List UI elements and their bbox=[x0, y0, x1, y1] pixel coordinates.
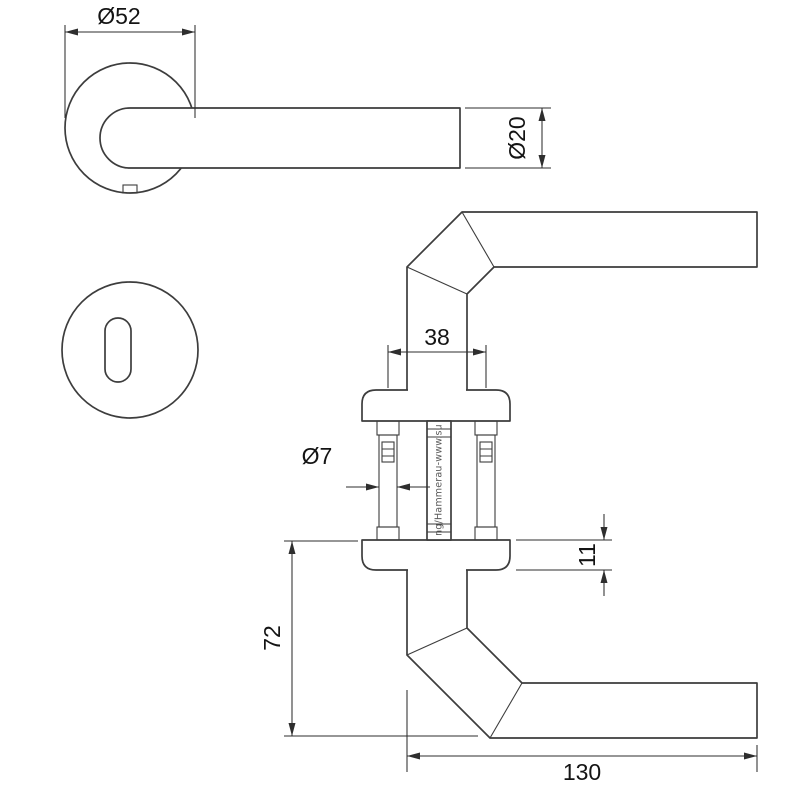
plate-edge-mask-bottom bbox=[408, 567, 466, 574]
dim-projection: 72 bbox=[259, 540, 478, 737]
arrowhead bbox=[538, 155, 546, 168]
rose-clip-notch bbox=[122, 184, 138, 194]
dim-label-lever-length: 130 bbox=[563, 759, 601, 785]
watermark-text: ng/Hammerau-www.su bbox=[434, 424, 445, 536]
left-screw-sleeve-coils bbox=[382, 448, 394, 457]
arrowhead bbox=[182, 28, 195, 36]
arrowhead bbox=[366, 483, 379, 491]
dim-label-rose-diameter: Ø52 bbox=[97, 3, 140, 29]
fixing-hardware: ng/Hammerau-www.su bbox=[376, 420, 498, 541]
dim-label-rose-height: 11 bbox=[574, 543, 600, 567]
side-view-upper-lever bbox=[406, 211, 758, 390]
arrowhead bbox=[397, 483, 410, 491]
left-screw-sleeve bbox=[381, 441, 395, 463]
lever-grip-front bbox=[99, 107, 461, 169]
arrowhead bbox=[744, 752, 757, 760]
dim-screw-spacing: 38 bbox=[387, 324, 487, 388]
dim-label-projection: 72 bbox=[259, 625, 285, 651]
lower-rose-plate bbox=[361, 539, 511, 571]
lower-lever-miter-seams bbox=[406, 627, 523, 739]
side-view-rose-assembly bbox=[361, 386, 511, 574]
lower-lever-profile bbox=[406, 570, 758, 739]
arrowhead bbox=[65, 28, 78, 36]
escutcheon-view bbox=[61, 281, 199, 419]
extension-lines bbox=[387, 345, 487, 388]
plate-edge-mask-top bbox=[408, 386, 466, 393]
arrowhead bbox=[288, 541, 296, 554]
spindle: ng/Hammerau-www.su bbox=[426, 420, 452, 541]
left-screw-foot bbox=[376, 526, 400, 541]
arrowhead bbox=[407, 752, 420, 760]
right-screw-sleeve-coils bbox=[480, 448, 492, 457]
dim-label-screw-spacing: 38 bbox=[424, 324, 450, 350]
right-screw-sleeve bbox=[479, 441, 493, 463]
right-screw-head bbox=[474, 420, 498, 436]
keyhole-slot bbox=[104, 317, 132, 383]
dim-label-pin-diameter: Ø7 bbox=[302, 443, 333, 469]
arrowhead bbox=[473, 348, 486, 356]
dim-rose-height: 11 bbox=[516, 514, 612, 596]
side-view-lower-lever bbox=[406, 570, 758, 739]
right-screw-foot bbox=[474, 526, 498, 541]
spindle-grooves bbox=[427, 428, 451, 533]
extension-lines bbox=[284, 540, 478, 737]
escutcheon-outline bbox=[61, 281, 199, 419]
extension-lines bbox=[465, 107, 551, 169]
arrowhead bbox=[600, 527, 608, 540]
upper-rose-plate bbox=[361, 389, 511, 422]
arrowhead bbox=[288, 723, 296, 736]
arrowhead bbox=[388, 348, 401, 356]
dim-rose-diameter: Ø52 bbox=[64, 3, 196, 118]
left-screw-post bbox=[376, 420, 400, 541]
dim-pin-diameter: Ø7 bbox=[302, 443, 430, 491]
extension-lines bbox=[516, 539, 612, 571]
upper-lever-profile bbox=[406, 211, 758, 390]
spindle-body bbox=[426, 420, 452, 541]
front-view-handle bbox=[64, 62, 461, 194]
arrowhead bbox=[600, 570, 608, 583]
dimensions: Ø52 Ø20 38 Ø7 bbox=[64, 3, 758, 785]
upper-lever-miter-seams bbox=[406, 211, 495, 295]
right-screw-post bbox=[474, 420, 498, 541]
arrowhead bbox=[538, 108, 546, 121]
dim-tube-diameter: Ø20 bbox=[465, 107, 551, 169]
dim-lever-length: 130 bbox=[406, 690, 758, 785]
dim-label-tube-diameter: Ø20 bbox=[504, 116, 530, 159]
extension-lines bbox=[64, 25, 196, 118]
left-screw-head bbox=[376, 420, 400, 436]
extension-lines bbox=[406, 690, 758, 772]
